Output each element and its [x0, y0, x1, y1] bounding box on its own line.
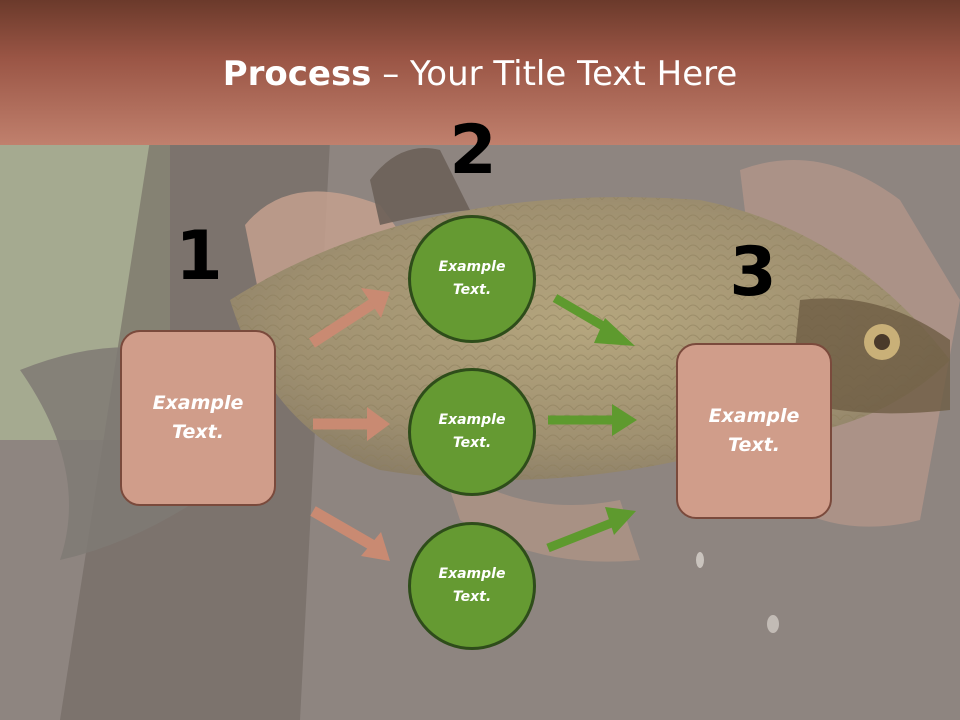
title-bar: Process – Your Title Text Here: [0, 0, 960, 145]
arrow-left-to-top: [309, 288, 390, 348]
title-bold: Process: [222, 54, 372, 94]
circle-middle-line1: Example: [438, 412, 506, 428]
slide-title: Process – Your Title Text Here: [0, 52, 960, 96]
circle-bottom-line2: Text.: [452, 589, 492, 605]
arrow-bottom-to-right: [546, 507, 636, 553]
arrow-top-to-right: [552, 294, 635, 346]
circle-bottom-line1: Example: [438, 566, 506, 582]
step-number-2: 2: [449, 111, 497, 190]
circle-middle-line2: Text.: [452, 435, 492, 451]
circle-top-line1: Example: [438, 259, 506, 275]
left-box-line1: Example: [152, 392, 244, 414]
step-number-3: 3: [729, 233, 777, 312]
arrow-left-to-middle: [313, 407, 390, 441]
circle-top-line2: Text.: [452, 282, 492, 298]
arrow-middle-to-right: [548, 404, 637, 436]
right-box-line2: Text.: [728, 434, 780, 456]
left-box-line2: Text.: [172, 421, 224, 443]
step-number-1: 1: [175, 217, 223, 296]
arrow-left-to-bottom: [310, 506, 390, 561]
title-rest: – Your Title Text Here: [371, 54, 738, 94]
right-box-line1: Example: [708, 405, 800, 427]
